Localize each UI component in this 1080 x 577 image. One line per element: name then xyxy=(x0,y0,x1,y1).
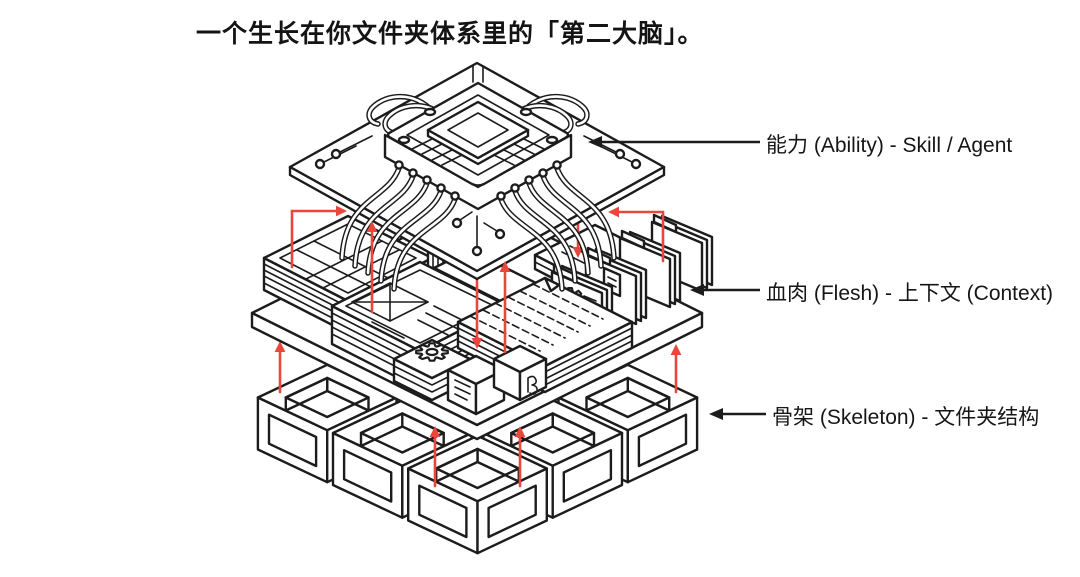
flow-arrowhead xyxy=(274,341,286,352)
label-leaders xyxy=(588,136,766,420)
glyph-icon xyxy=(527,375,538,395)
circuit-board-side xyxy=(288,165,666,281)
layer-label-flesh: 血肉 (Flesh) - 上下文 (Context) xyxy=(766,282,1054,305)
flow-arrowhead xyxy=(572,247,584,258)
screw-hole xyxy=(397,135,411,145)
flow-arrowhead xyxy=(514,426,526,437)
flow-arrowhead xyxy=(670,344,682,355)
context-flow-arrows-over xyxy=(290,205,665,354)
flow-arrowhead xyxy=(429,426,441,437)
flow-arrowhead xyxy=(499,261,511,272)
cpu-board-illustration xyxy=(288,61,666,292)
chip-pins xyxy=(394,160,562,201)
leader-arrowhead xyxy=(588,136,602,148)
cpu-chip xyxy=(383,81,573,211)
screw-hole xyxy=(545,135,559,145)
flow-arrowhead xyxy=(471,338,483,349)
document-lines-icon xyxy=(454,379,471,388)
die-top xyxy=(426,100,530,160)
skeleton-cell xyxy=(407,434,548,555)
layer-label-ability: 能力 (Ability) - Skill / Agent xyxy=(766,134,1013,157)
screw-hole xyxy=(519,107,533,117)
cube-item xyxy=(492,344,548,402)
layer-label-skeleton: 骨架 (Skeleton) - 文件夹结构 xyxy=(772,406,1040,429)
leader-arrowhead xyxy=(709,408,723,420)
flow-arrowhead xyxy=(608,206,619,218)
flow-arrow-elbow xyxy=(615,210,665,263)
circuit-traces xyxy=(314,65,642,257)
skeleton-flow-arrows xyxy=(274,341,682,488)
page-title: 一个生长在你文件夹体系里的「第二大脑」。 xyxy=(196,20,704,48)
platform-side xyxy=(250,311,704,441)
screw-hole xyxy=(423,107,437,117)
flow-arrow-elbow xyxy=(290,209,340,269)
flow-arrowhead xyxy=(366,221,378,232)
leader-arrowhead xyxy=(690,284,704,296)
flow-arrowhead xyxy=(336,205,347,217)
gear-icon xyxy=(415,342,449,362)
